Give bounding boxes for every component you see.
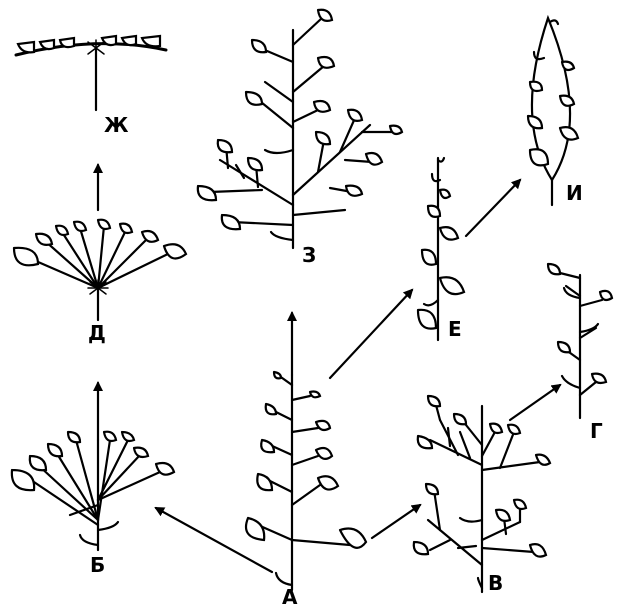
inflorescence-a	[244, 311, 368, 592]
label-z: З	[302, 243, 316, 267]
label-a: А	[282, 585, 298, 608]
label-i: И	[566, 181, 583, 205]
inflorescence-z	[196, 8, 404, 250]
inflorescence-zh	[14, 34, 168, 112]
inflorescence-v	[370, 394, 552, 594]
inflorescence-g	[508, 262, 614, 422]
inflorescence-i	[464, 14, 580, 238]
label-v: В	[488, 571, 503, 595]
inflorescence-e	[328, 156, 466, 380]
label-zh: Ж	[104, 113, 129, 137]
arrow-a-to-b	[154, 506, 274, 574]
inflorescence-b	[10, 381, 176, 552]
label-e: Е	[448, 317, 462, 341]
inflorescence-d	[12, 163, 188, 322]
label-b: Б	[90, 553, 105, 577]
label-d: Д	[88, 321, 106, 345]
label-g: Г	[590, 419, 603, 443]
